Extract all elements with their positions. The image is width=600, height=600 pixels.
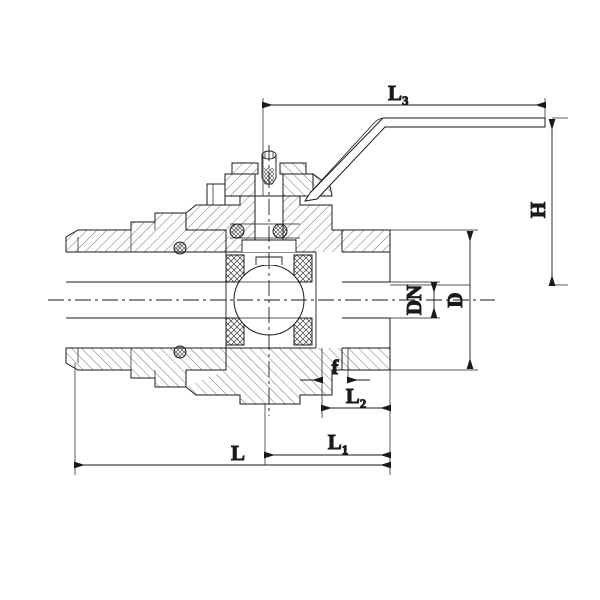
dim-label-L2: L2	[346, 384, 367, 411]
dimension-f: f	[300, 355, 370, 384]
o-ring	[173, 345, 187, 359]
dim-label-DN: DN	[402, 285, 426, 315]
dimension-L1: L1	[264, 430, 391, 459]
axis-centerline	[48, 145, 495, 416]
extension-lines	[74, 98, 568, 475]
dim-label-f: f	[332, 355, 340, 379]
lever-handle	[303, 117, 546, 202]
o-ring	[229, 223, 245, 239]
dimension-layer: L3 H D DN f L2	[74, 81, 568, 475]
dimension-L: L	[74, 441, 391, 469]
o-ring	[173, 241, 187, 255]
dim-label-L: L	[231, 441, 245, 465]
dimension-L2: L2	[321, 384, 391, 411]
dim-label-L3: L3	[388, 81, 409, 108]
dimension-D: D	[443, 231, 474, 369]
o-ring	[272, 223, 288, 239]
dim-label-H: H	[526, 202, 550, 218]
ball-seat-right	[293, 254, 313, 346]
dimension-H: H	[526, 119, 556, 286]
dim-label-D: D	[443, 292, 467, 307]
dim-label-L1: L1	[328, 430, 349, 457]
ball-cavity	[225, 239, 317, 349]
dimension-L3: L3	[262, 81, 546, 108]
dimension-DN: DN	[402, 282, 438, 318]
